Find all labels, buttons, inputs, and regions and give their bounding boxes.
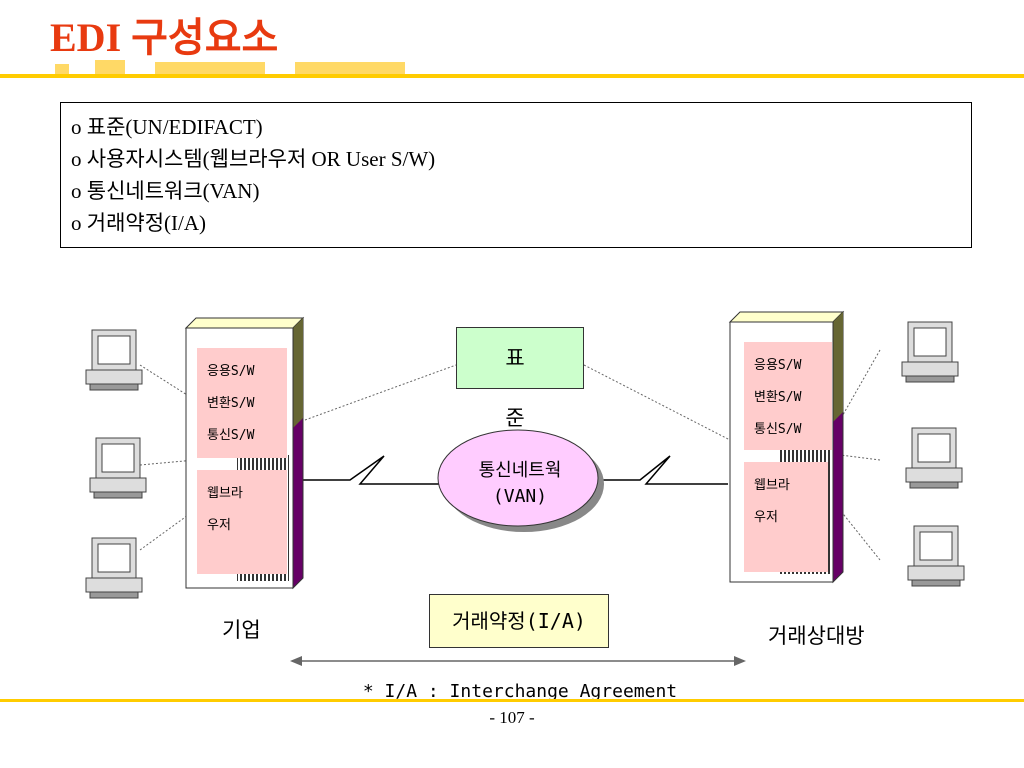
computer-terminal-icon <box>85 321 965 599</box>
right-software-module: 응용S/W 변환S/W 통신S/W <box>744 342 832 450</box>
module-app-sw: 응용S/W <box>207 364 255 379</box>
right-browser-module: 웹브라 우저 <box>744 462 828 572</box>
bullet-network: o 통신네트워크(VAN) <box>71 179 260 203</box>
company-label: 기업 <box>222 618 261 642</box>
network-label: 통신네트웍 (VAN) <box>440 458 600 510</box>
network-label-line2: (VAN) <box>492 486 548 507</box>
agreement-box: 거래약정(I/A) <box>429 594 609 648</box>
module-browser-line1: 웹브라 <box>754 478 790 493</box>
module-browser-line2: 우저 <box>207 518 231 533</box>
components-list: o 표준(UN/EDIFACT) o 사용자시스템(웹브라우저 OR User … <box>60 102 972 248</box>
network-label-line1: 통신네트웍 <box>478 460 562 481</box>
left-browser-module: 웹브라 우저 <box>197 470 287 574</box>
standard-box: 표 준 <box>456 327 584 430</box>
module-comm-sw: 통신S/W <box>207 428 255 443</box>
partner-label: 거래상대방 <box>768 624 865 648</box>
page-number: - 107 - <box>489 708 535 727</box>
top-rule <box>0 74 1024 78</box>
module-comm-sw: 통신S/W <box>754 422 802 437</box>
module-convert-sw: 변환S/W <box>754 390 802 405</box>
bullet-agreement: o 거래약정(I/A) <box>71 211 207 235</box>
page-title: EDI 구성요소 <box>50 15 279 60</box>
bullet-standard: o 표준(UN/EDIFACT) <box>71 115 263 139</box>
left-software-module: 응용S/W 변환S/W 통신S/W <box>197 348 287 458</box>
title-subtext-decoration <box>55 54 415 76</box>
module-browser-line2: 우저 <box>754 510 778 525</box>
module-browser-line1: 웹브라 <box>207 486 243 501</box>
module-app-sw: 응용S/W <box>754 358 802 373</box>
footnote: * I/A : Interchange Agreement <box>362 681 678 702</box>
bullet-user-system: o 사용자시스템(웹브라우저 OR User S/W) <box>71 147 436 171</box>
module-convert-sw: 변환S/W <box>207 396 255 411</box>
bottom-rule <box>0 699 1024 702</box>
